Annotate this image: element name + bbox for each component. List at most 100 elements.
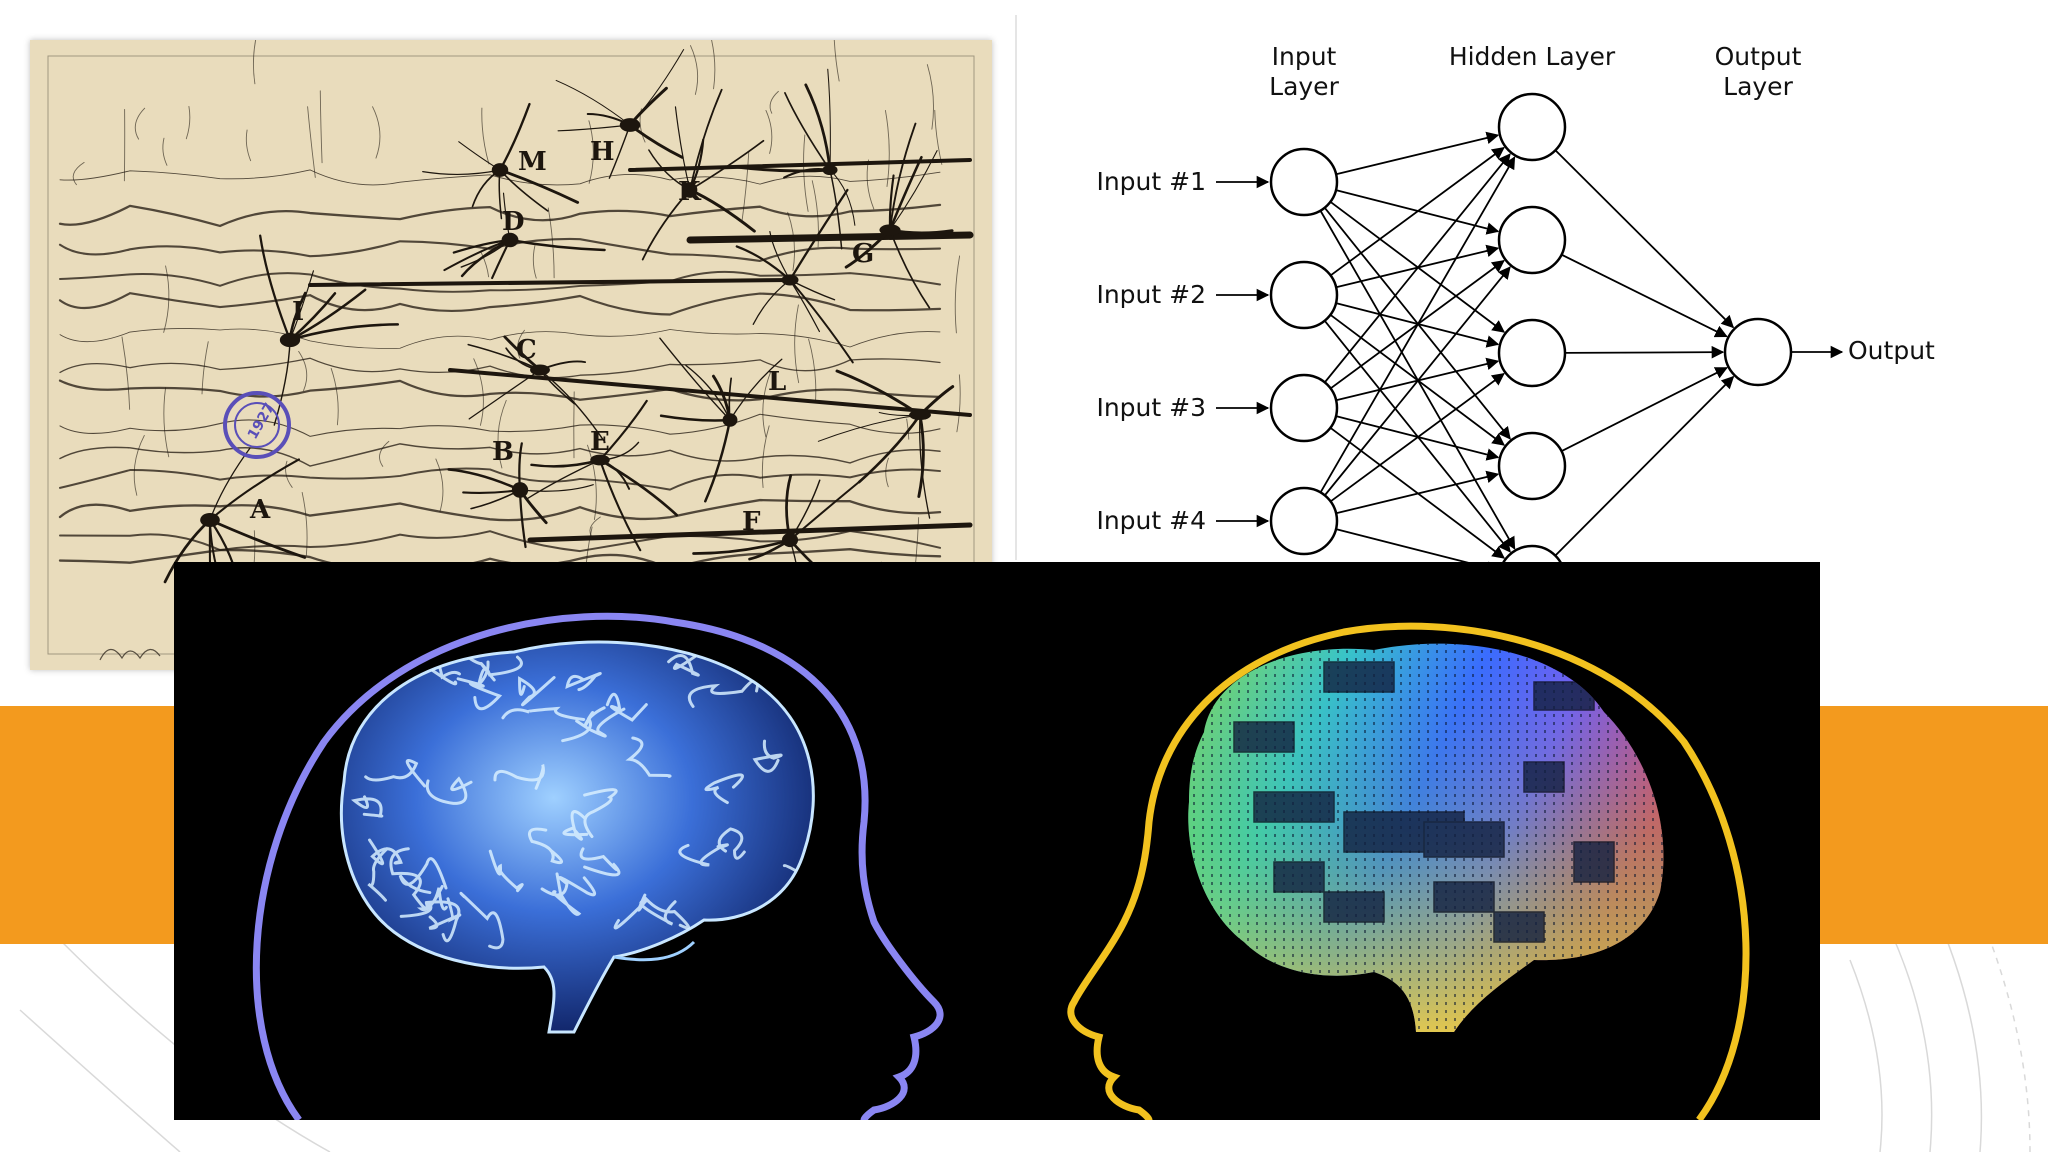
neuron-soma <box>619 118 641 132</box>
hidden-node-3 <box>1497 318 1567 388</box>
fine-branch <box>885 457 889 488</box>
fine-branch <box>163 265 170 333</box>
edge-input1-hidden1 <box>1335 131 1500 176</box>
fine-branch <box>690 45 699 95</box>
dendrite <box>525 459 601 500</box>
fine-branch <box>906 418 910 440</box>
fine-branch <box>301 491 308 556</box>
brain-fold <box>575 707 626 738</box>
fine-branch <box>201 341 209 395</box>
edge-input4-hidden1 <box>1319 156 1516 493</box>
dendrite <box>827 68 831 171</box>
sketch-letter-l: L <box>768 367 786 397</box>
sketch-letter-m: M <box>518 147 547 177</box>
output-label: Output <box>1848 336 1935 365</box>
dendrite <box>508 238 606 252</box>
neuron-soma <box>279 332 301 348</box>
edge-input4-hidden2 <box>1324 266 1511 496</box>
thick-axon <box>448 368 972 417</box>
fine-branch <box>803 134 809 212</box>
nerve-fiber <box>58 498 942 522</box>
neural-network-diagram: Input Layer Hidden Layer Output Layer In… <box>1096 42 1935 565</box>
right-head-outline <box>1067 622 1750 1120</box>
fine-branch <box>808 338 817 403</box>
input-label-2: Input #2 <box>1096 280 1206 309</box>
circuit-chip <box>1423 821 1505 858</box>
brain-fold <box>678 843 729 867</box>
nerve-fiber <box>58 237 942 263</box>
brain-fold <box>341 661 374 699</box>
input-label-4: Input #4 <box>1096 506 1206 535</box>
neuron-soma <box>781 532 799 548</box>
brain-fold <box>368 838 403 866</box>
dendrite <box>259 234 292 342</box>
edge-hidden5-output <box>1554 375 1735 557</box>
input-node-3 <box>1269 373 1339 443</box>
thick-axon <box>628 158 972 172</box>
fine-branch <box>517 329 525 359</box>
neuron-soma <box>491 163 509 177</box>
sketch-letter-d: D <box>502 207 525 237</box>
fine-branch <box>481 107 490 165</box>
fine-branch <box>473 358 484 426</box>
fine-branch <box>480 251 490 278</box>
circuit-chip <box>1533 681 1595 711</box>
output-layer-title-line2: Layer <box>1723 72 1793 101</box>
dendrite <box>788 188 849 282</box>
neuron-soma <box>879 224 901 236</box>
dendrite <box>888 155 923 232</box>
dendrite <box>804 83 832 172</box>
dendrite <box>889 229 931 309</box>
fine-branch <box>956 374 961 433</box>
brain-fold <box>341 673 358 697</box>
fine-branch <box>532 245 537 279</box>
hidden-node-1 <box>1497 92 1567 162</box>
fine-branch <box>741 151 750 222</box>
input-layer-title-line1: Input <box>1272 42 1337 71</box>
circuit-chip <box>1433 881 1495 913</box>
fine-branch <box>435 458 444 513</box>
brain-fold <box>398 857 448 895</box>
brain-fold <box>456 655 523 688</box>
dendrite <box>704 418 732 503</box>
nerve-fiber <box>59 328 941 349</box>
brain-fold <box>637 893 690 930</box>
fine-branch <box>926 64 934 130</box>
neuron-soma <box>722 413 738 427</box>
edge-hidden3-output <box>1564 345 1725 359</box>
fine-branch <box>884 110 890 187</box>
neuron-soma <box>909 409 931 421</box>
sketch-letter-h: H <box>590 137 615 167</box>
brain-fold <box>528 827 564 865</box>
dendrite <box>835 369 922 417</box>
fine-branch <box>787 211 795 271</box>
museum-stamp-icon: 1927 <box>223 391 291 459</box>
input-layer-title-line2: Layer <box>1269 72 1339 101</box>
dendrite <box>692 538 792 555</box>
fine-branch <box>811 180 819 248</box>
input-node-1 <box>1269 147 1339 217</box>
input-node-4 <box>1269 486 1339 556</box>
neuron-soma <box>822 164 838 176</box>
fine-branch <box>765 110 773 154</box>
brain-fold <box>488 849 524 893</box>
fine-branch <box>379 440 390 467</box>
dendrite <box>735 165 832 173</box>
fine-branch <box>769 90 779 114</box>
nerve-fiber <box>59 443 941 467</box>
thick-axon <box>527 522 973 543</box>
dendrite <box>598 399 648 462</box>
circuit-chip <box>1323 891 1385 923</box>
brain-fold <box>416 884 448 912</box>
neuron-soma <box>781 274 799 286</box>
output-layer-title-line1: Output <box>1715 42 1802 71</box>
brain-fold <box>562 810 589 841</box>
dendrite <box>788 476 865 542</box>
brain-fold <box>540 875 597 897</box>
dendrite <box>208 518 307 559</box>
thick-axon <box>308 278 792 287</box>
fine-branch <box>588 120 594 184</box>
fine-branch <box>934 109 943 165</box>
edge-input2-hidden1 <box>1330 147 1505 277</box>
dendrite <box>729 358 783 421</box>
